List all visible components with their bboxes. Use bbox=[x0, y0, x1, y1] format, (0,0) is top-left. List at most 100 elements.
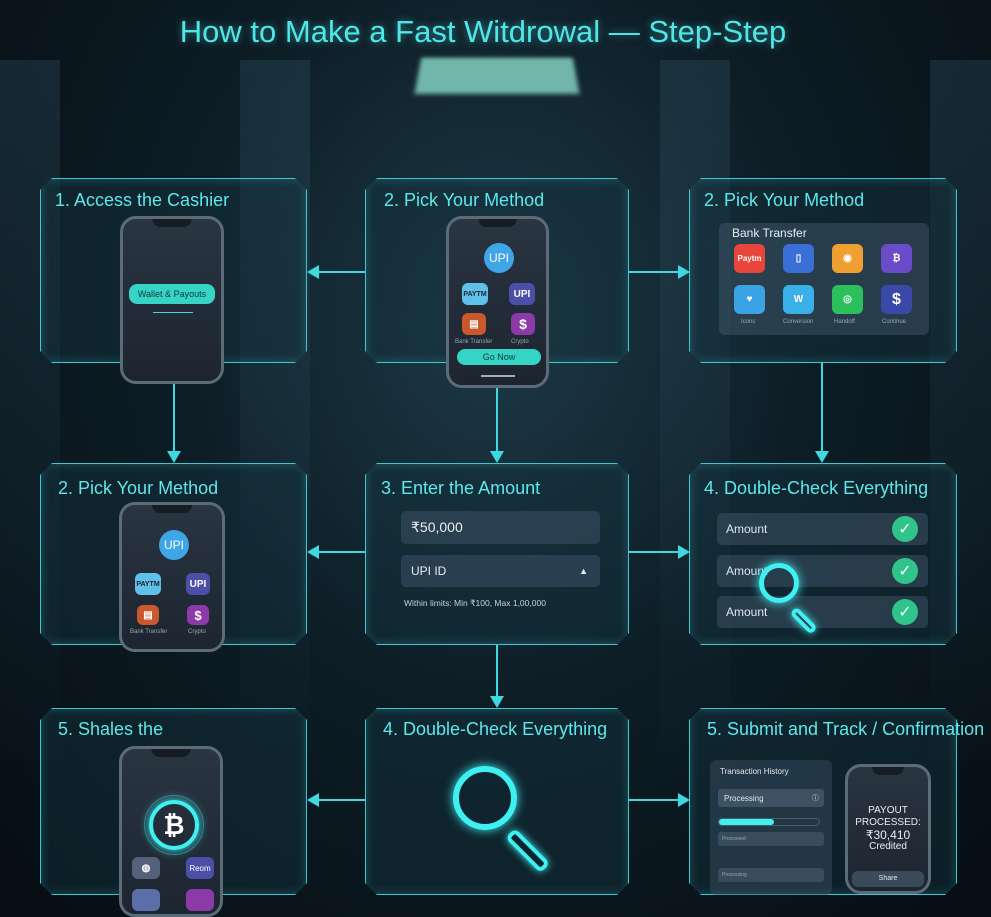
history-title: Transaction History bbox=[720, 767, 789, 776]
share-button[interactable]: Share bbox=[852, 871, 924, 887]
phone-mockup: Wallet & Payouts bbox=[120, 216, 224, 384]
heart-app-icon[interactable]: ♥ bbox=[734, 285, 765, 314]
confirm-line: PAYOUT bbox=[868, 805, 908, 816]
go-now-button[interactable]: Go Now bbox=[457, 349, 541, 365]
step-heading: 4. Double-Check Everything bbox=[704, 478, 929, 498]
connector bbox=[496, 388, 498, 451]
info-icon: ⓘ bbox=[812, 795, 819, 802]
arrow-right-icon bbox=[678, 265, 690, 279]
method-grid-card: Bank Transfer Paytm ▯ ◉ ₿ ♥ W ◎ $ Icons … bbox=[719, 223, 929, 335]
transaction-history-card: Transaction History Processing ⓘ Processe… bbox=[710, 760, 832, 895]
connector bbox=[496, 645, 498, 696]
amount-input[interactable]: ₹50,000 bbox=[401, 511, 600, 544]
card-subtitle: Bank Transfer bbox=[732, 226, 807, 240]
confirm-amount: ₹30,410 bbox=[865, 828, 911, 842]
bank-icon[interactable]: ▤ bbox=[462, 313, 486, 335]
bitcoin-icon: ₿ bbox=[149, 800, 199, 850]
phone-mockup: UPI PAYTM UPI ▤ $ Bank Transfer Crypto bbox=[119, 502, 225, 652]
app-icon[interactable] bbox=[186, 889, 214, 911]
phone-mockup: PAYOUT PROCESSED: ₹30,410 Credited Share bbox=[845, 764, 931, 894]
crypto-app-icon[interactable]: ₿ bbox=[881, 244, 912, 273]
step-panel-enter-amount bbox=[365, 463, 629, 645]
glow-ring bbox=[144, 795, 204, 855]
dollar-icon[interactable]: $ bbox=[511, 313, 535, 335]
app-label: Bank Transfer bbox=[455, 339, 493, 345]
dollar-icon[interactable]: $ bbox=[187, 605, 209, 625]
check-row-label: Amount bbox=[726, 605, 768, 619]
check-icon: ✓ bbox=[892, 599, 918, 625]
step-heading: 5. Shales the bbox=[58, 719, 164, 739]
transfer-app-icon[interactable]: W bbox=[783, 285, 814, 314]
step-heading: 1. Access the Cashier bbox=[55, 190, 230, 210]
step-heading: 2. Pick Your Method bbox=[704, 190, 865, 210]
arrow-left-icon bbox=[307, 545, 319, 559]
check-row-label: Amount bbox=[726, 522, 768, 536]
check-icon: ✓ bbox=[892, 516, 918, 542]
arrow-right-icon bbox=[678, 793, 690, 807]
chat-app-icon[interactable]: ◉ bbox=[832, 244, 863, 273]
app-label: Continue bbox=[882, 319, 907, 325]
step-heading: 2. Pick Your Method bbox=[58, 478, 219, 498]
history-row: Processed bbox=[718, 832, 824, 846]
status-label: Processing bbox=[724, 794, 764, 803]
check-icon: ✓ bbox=[892, 558, 918, 584]
message-app-icon[interactable]: ◎ bbox=[832, 285, 863, 314]
divider bbox=[153, 312, 193, 313]
caret-up-icon: ▲ bbox=[579, 566, 588, 576]
app-label: Conversion bbox=[783, 319, 814, 325]
arrow-down-icon bbox=[815, 451, 829, 463]
connector bbox=[318, 799, 365, 801]
history-row: Processing bbox=[718, 868, 824, 882]
upi-badge: UPI bbox=[484, 243, 514, 273]
magnifier-icon bbox=[453, 766, 517, 830]
reom-app-icon[interactable]: Reom bbox=[186, 857, 214, 879]
connector bbox=[629, 271, 679, 273]
globe-app-icon[interactable]: ◍ bbox=[132, 857, 160, 879]
method-select[interactable]: UPI ID ▲ bbox=[401, 555, 600, 587]
server-rack bbox=[0, 60, 60, 760]
server-rack bbox=[930, 60, 991, 760]
confirm-line: PROCESSED: bbox=[855, 817, 921, 828]
limits-note: Within limits: Min ₹100, Max 1,00,000 bbox=[404, 598, 546, 608]
app-icon[interactable] bbox=[132, 889, 160, 911]
dollar-app-icon[interactable]: $ bbox=[881, 285, 912, 314]
upi-app-icon[interactable]: UPI bbox=[509, 283, 535, 305]
arrow-left-icon bbox=[307, 793, 319, 807]
bank-icon[interactable]: ▤ bbox=[137, 605, 159, 625]
app-label: Crypto bbox=[188, 629, 206, 635]
home-indicator bbox=[481, 375, 515, 377]
progress-fill bbox=[719, 819, 774, 825]
connector bbox=[821, 363, 823, 451]
connector bbox=[318, 271, 365, 273]
check-row: Amount ✓ bbox=[717, 596, 928, 628]
wallet-app-icon[interactable]: ▯ bbox=[783, 244, 814, 273]
step-heading: 4. Double-Check Everything bbox=[383, 719, 608, 739]
phone-mockup: ₿ ◍ Reom bbox=[119, 746, 223, 917]
upi-app-icon[interactable]: UPI bbox=[186, 573, 210, 595]
page-title: How to Make a Fast Witdrowal — Step-Step bbox=[179, 14, 787, 49]
paytm-app-icon[interactable]: PAYTM bbox=[462, 283, 488, 305]
arrow-right-icon bbox=[678, 545, 690, 559]
confirm-line: Credited bbox=[869, 841, 907, 852]
arrow-left-icon bbox=[307, 265, 319, 279]
ceiling-light bbox=[414, 57, 580, 94]
step-heading: 3. Enter the Amount bbox=[381, 478, 541, 498]
upi-badge: UPI bbox=[159, 530, 189, 560]
step-panel-pick-method-bank bbox=[689, 178, 957, 363]
wallet-payouts-button[interactable]: Wallet & Payouts bbox=[129, 284, 215, 304]
magnifier-icon bbox=[759, 563, 799, 603]
step-heading: 2. Pick Your Method bbox=[384, 190, 545, 210]
method-select-value: UPI ID bbox=[411, 564, 447, 578]
progress-bar bbox=[718, 818, 820, 826]
check-row-label: Amount bbox=[726, 564, 768, 578]
connector bbox=[629, 799, 679, 801]
app-label: Crypto bbox=[511, 339, 529, 345]
status-row[interactable]: Processing ⓘ bbox=[718, 789, 824, 807]
paytm-app-icon[interactable]: Paytm bbox=[734, 244, 765, 273]
arrow-down-icon bbox=[490, 696, 504, 708]
arrow-down-icon bbox=[490, 451, 504, 463]
arrow-down-icon bbox=[167, 451, 181, 463]
paytm-app-icon[interactable]: PAYTM bbox=[135, 573, 161, 595]
connector bbox=[318, 551, 365, 553]
connector bbox=[173, 363, 175, 451]
